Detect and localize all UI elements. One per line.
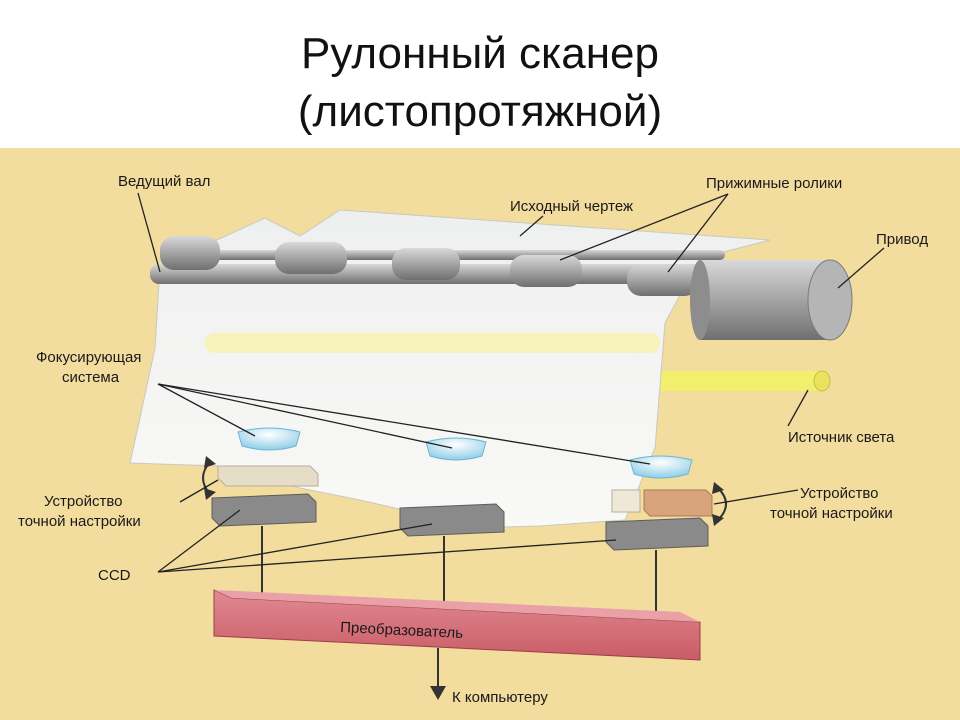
- label-fine-adjust-left-2: точной настройки: [18, 513, 141, 530]
- leader-line: [713, 489, 799, 505]
- label-drive: Привод: [876, 231, 928, 248]
- label-ccd: CCD: [98, 567, 131, 584]
- leader-line: [157, 383, 256, 437]
- leader-line: [157, 539, 617, 573]
- leader-line: [519, 215, 544, 237]
- lens: [237, 427, 301, 451]
- fine-adjust-device: [643, 489, 713, 517]
- label-to-computer: К компьютеру: [452, 689, 548, 706]
- scanner-diagram: Ведущий вал Исходный чертеж Прижимные ро…: [0, 148, 960, 720]
- drive-motor: [690, 259, 853, 341]
- label-converter: Преобразователь: [340, 619, 464, 642]
- label-focusing-system-1: Фокусирующая: [36, 349, 141, 366]
- lens: [629, 455, 693, 479]
- fine-adjust-devices: [217, 465, 713, 517]
- label-drive-shaft: Ведущий вал: [118, 173, 210, 190]
- leader-line: [787, 389, 809, 427]
- converter-top: [214, 590, 700, 622]
- arrow-head-icon: [712, 514, 724, 526]
- leader-line: [157, 383, 453, 449]
- ccd-sensor: [605, 517, 709, 551]
- slide-title-line-1: Рулонный сканер: [301, 29, 659, 78]
- slide-title-line-2: (листопротяжной): [297, 87, 663, 136]
- source-drawing-sheet: [129, 209, 771, 529]
- lamp-end: [813, 370, 831, 392]
- pressure-rollers: [160, 236, 699, 296]
- ccd-sensors: [211, 493, 709, 551]
- label-focusing-system-2: система: [62, 369, 120, 386]
- converter-block: [213, 589, 701, 661]
- lens: [425, 437, 487, 461]
- pressure-roller: [510, 255, 582, 287]
- pressure-roller: [275, 242, 347, 274]
- arrow-head-icon: [712, 482, 724, 494]
- fine-adjust-device: [611, 489, 641, 513]
- label-fine-adjust-right-1: Устройство: [800, 485, 878, 502]
- label-fine-adjust-left-1: Устройство: [44, 493, 122, 510]
- leader-line: [157, 523, 433, 573]
- down-arrow-icon: [430, 686, 446, 700]
- leader-line: [137, 192, 161, 273]
- converter-front: [213, 589, 701, 661]
- drive-face: [807, 259, 853, 341]
- label-pressure-rollers: Прижимные ролики: [706, 175, 842, 192]
- leader-line: [157, 383, 651, 465]
- leader-lines: [137, 192, 885, 573]
- leader-line: [559, 193, 729, 261]
- focusing-lenses: [237, 427, 693, 479]
- ccd-sensor: [399, 503, 505, 537]
- pressure-roller: [392, 248, 460, 280]
- label-fine-adjust-right-2: точной настройки: [770, 505, 893, 522]
- diagram-labels: Ведущий вал Исходный чертеж Прижимные ро…: [18, 173, 928, 706]
- light-source-under-sheet: [205, 333, 660, 353]
- fine-adjust-device: [217, 465, 319, 487]
- leader-line: [667, 193, 729, 273]
- pressure-roller: [160, 236, 220, 270]
- drive-back: [690, 260, 710, 340]
- label-light-source: Источник света: [788, 429, 895, 446]
- ccd-sensor: [211, 493, 317, 527]
- leader-line: [157, 509, 241, 573]
- leader-line: [179, 479, 219, 503]
- arrow-head-icon: [204, 456, 216, 468]
- pressure-roller: [627, 264, 699, 296]
- leader-line: [837, 247, 885, 289]
- arrow-head-icon: [204, 488, 216, 500]
- diagram-panel: Ведущий вал Исходный чертеж Прижимные ро…: [0, 148, 960, 720]
- label-source-drawing: Исходный чертеж: [510, 198, 633, 215]
